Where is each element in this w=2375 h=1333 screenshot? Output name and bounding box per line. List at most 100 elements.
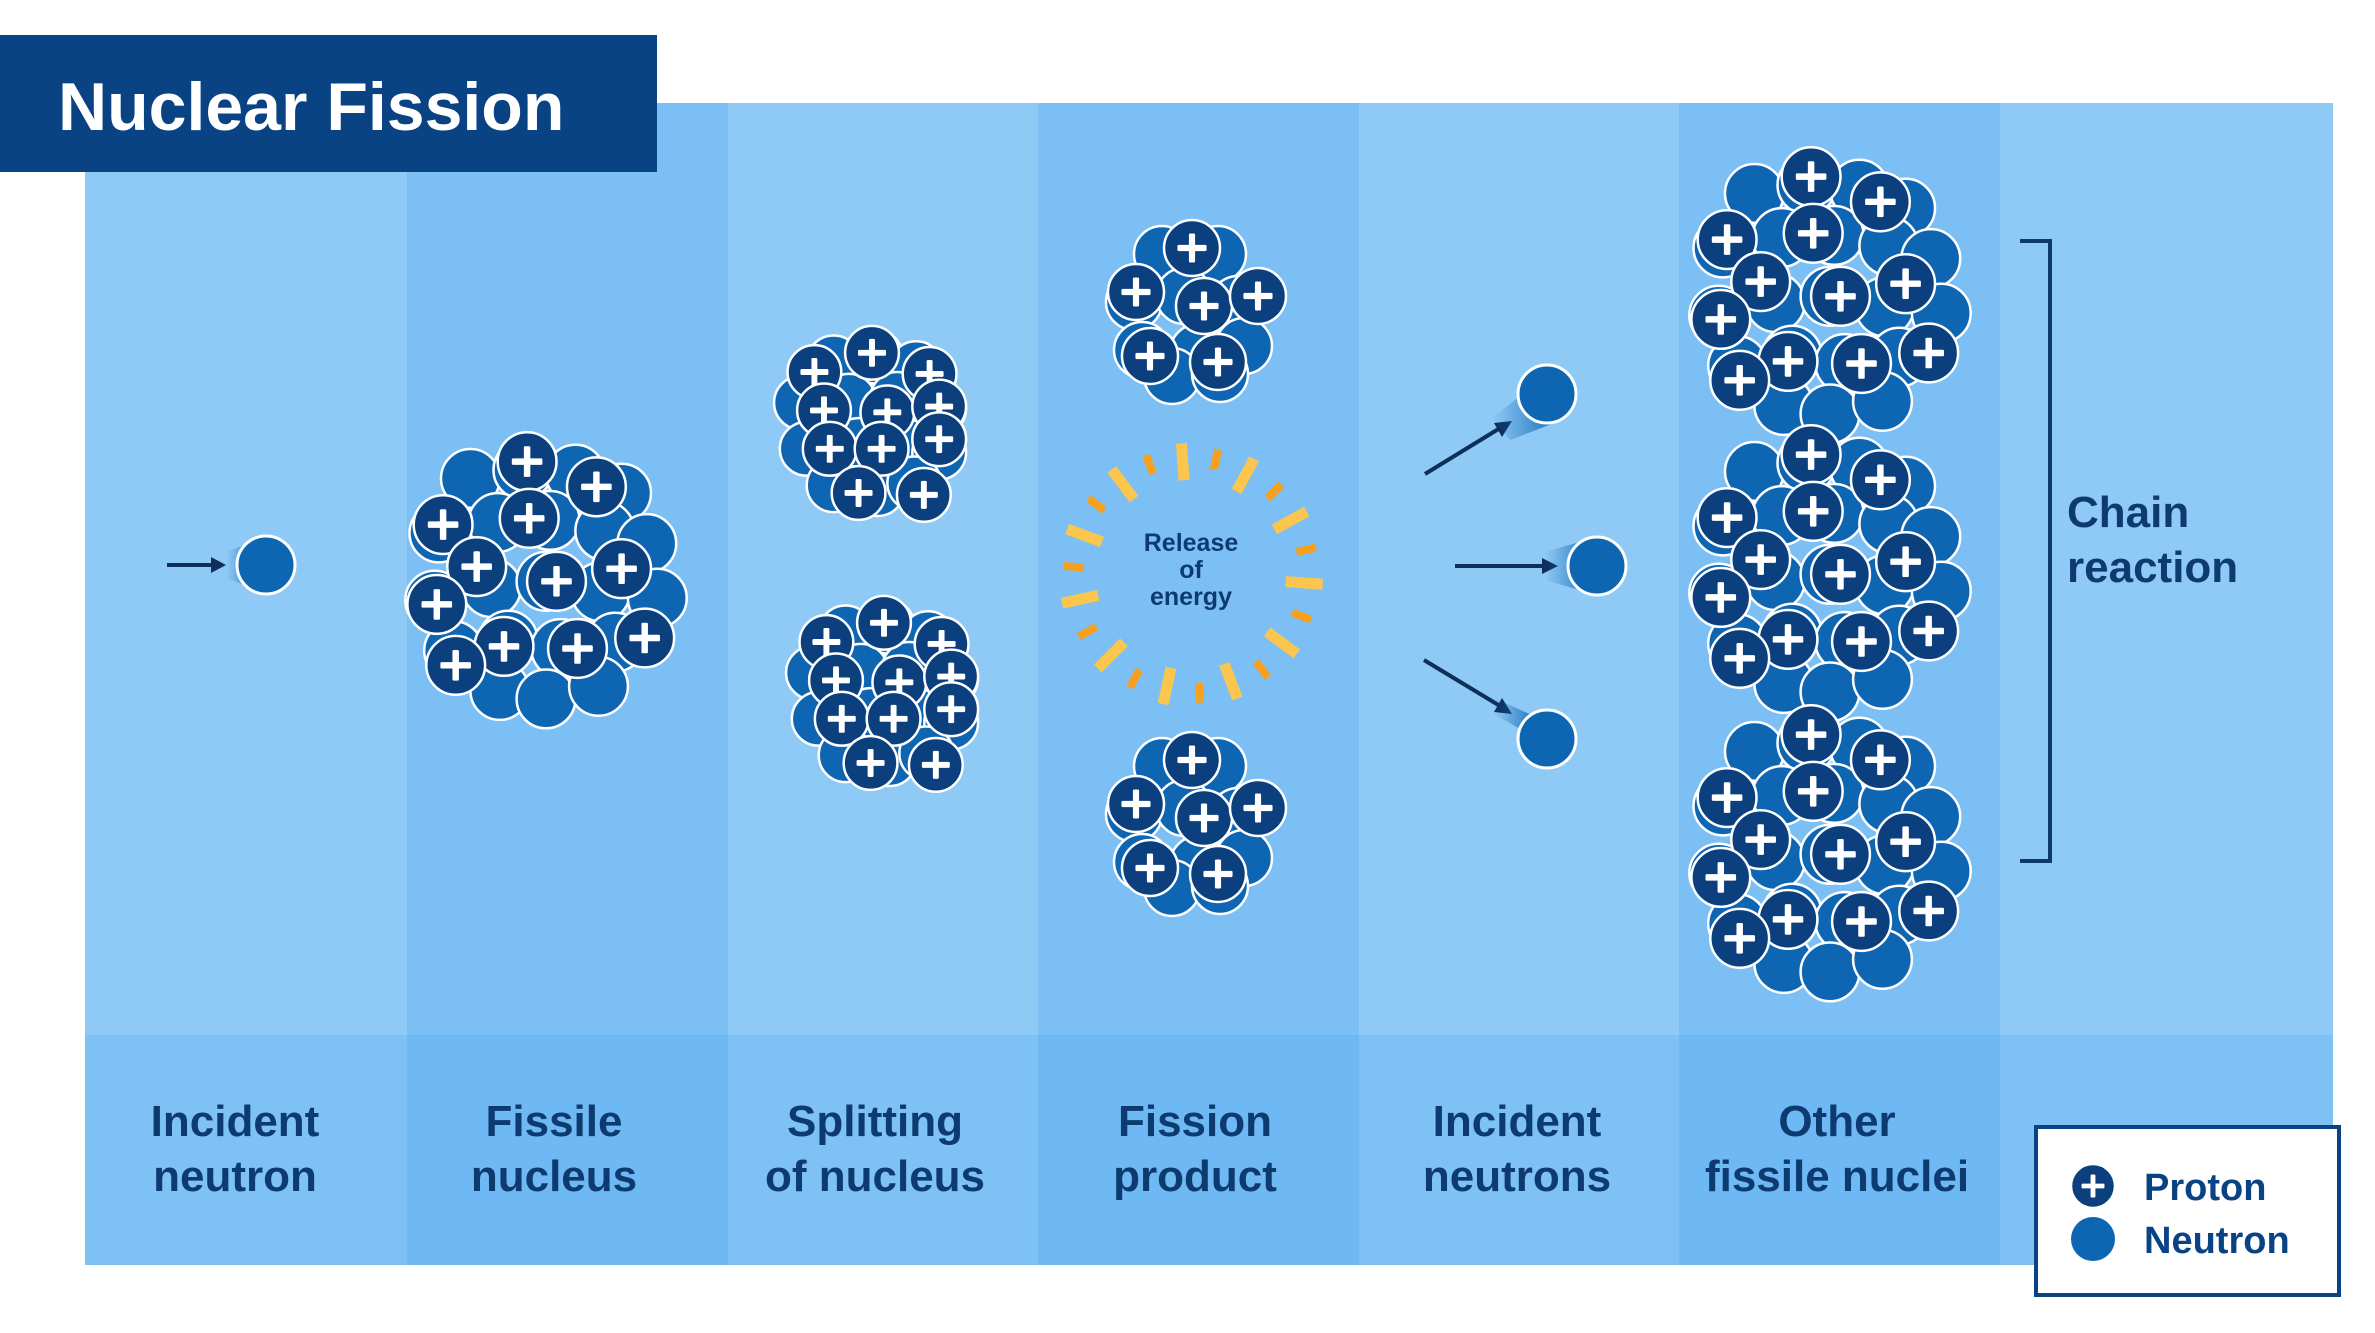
proton <box>1174 276 1234 336</box>
energy-ray <box>1219 662 1243 701</box>
proton <box>1696 766 1758 829</box>
proton <box>1696 486 1758 549</box>
neutron <box>1799 941 1861 1003</box>
proton <box>1690 566 1752 629</box>
proton <box>907 736 964 794</box>
proton <box>830 464 887 522</box>
proton <box>406 573 468 636</box>
proton <box>855 594 913 651</box>
outgoing-neutrons <box>1422 363 1628 770</box>
proton <box>1162 730 1222 790</box>
proton <box>614 607 676 669</box>
label-band <box>85 1035 2333 1265</box>
neutron-icon <box>2071 1217 2115 1261</box>
stage-label-4-line-1: Fission <box>1118 1097 1272 1146</box>
proton <box>496 430 558 493</box>
other-fissile-nucleus-2 <box>1688 423 1972 723</box>
energy-ray <box>1285 576 1324 590</box>
proton <box>1162 218 1222 278</box>
proton <box>412 493 474 556</box>
legend-neutron-label: Neutron <box>2144 1220 2290 1262</box>
energy-ray <box>1252 658 1272 680</box>
proton <box>1874 811 1937 873</box>
energy-ray <box>1142 453 1157 476</box>
proton <box>1849 729 1912 791</box>
energy-burst-icon <box>1060 442 1324 706</box>
proton <box>1757 608 1819 671</box>
proton <box>1782 480 1844 542</box>
proton <box>1188 332 1248 392</box>
arrow-head <box>211 557 226 573</box>
stage-label-2-line-1: Fissile <box>486 1097 623 1146</box>
energy-ray <box>1063 562 1084 572</box>
proton <box>1228 266 1288 326</box>
chain-label-line-1: Chain <box>2067 488 2189 537</box>
proton <box>1228 778 1288 838</box>
splitting-nucleus-lower <box>784 594 980 794</box>
proton <box>813 690 870 747</box>
proton <box>1849 449 1912 511</box>
proton <box>1780 423 1842 486</box>
fission-product-lower <box>1104 730 1288 918</box>
proton <box>1809 543 1872 605</box>
stage-labels: Incident neutron Fissile nucleus Splitti… <box>151 1097 1969 1201</box>
energy-ray <box>1271 506 1310 535</box>
splitting-nucleus-upper <box>772 324 968 524</box>
energy-ray <box>1295 543 1317 556</box>
chain-label-line-2: reaction <box>2067 543 2238 592</box>
fission-product-upper <box>1104 218 1288 406</box>
proton <box>1898 600 1960 662</box>
stage-label-1-line-1: Incident <box>151 1097 320 1146</box>
legend-proton-label: Proton <box>2144 1167 2266 1209</box>
energy-ray <box>1209 449 1222 471</box>
energy-ray <box>1231 456 1259 495</box>
proton <box>546 617 609 680</box>
legend: Proton Neutron <box>2034 1125 2341 1297</box>
proton-icon <box>2069 1162 2117 1210</box>
chain-reaction-bracket <box>2020 239 2052 863</box>
page-title: Nuclear Fission <box>58 69 564 145</box>
proton <box>895 466 952 524</box>
proton <box>1188 844 1248 904</box>
stage-label-3-line-1: Splitting <box>787 1097 963 1146</box>
proton <box>565 456 628 518</box>
energy-ray <box>1107 466 1139 503</box>
stage-label-1-line-2: neutron <box>153 1152 317 1201</box>
proton <box>425 634 487 696</box>
neutron <box>1566 535 1628 597</box>
neutron <box>515 668 577 730</box>
stage-label-5-line-2: neutrons <box>1423 1152 1611 1201</box>
proton <box>446 535 508 598</box>
proton <box>1106 774 1166 834</box>
proton <box>843 324 901 381</box>
proton <box>1709 907 1771 969</box>
proton <box>1709 627 1771 689</box>
proton <box>2069 1162 2117 1210</box>
proton <box>1830 610 1893 673</box>
proton <box>1780 145 1842 208</box>
energy-ray <box>1093 638 1128 673</box>
proton <box>1730 528 1792 591</box>
outgoing-neutron-lower <box>1422 658 1578 770</box>
energy-label-line-2: of <box>1179 556 1203 584</box>
proton <box>498 487 560 549</box>
proton <box>1898 880 1960 942</box>
stage-label-4-line-2: product <box>1113 1152 1277 1201</box>
energy-ray <box>1065 523 1104 548</box>
stage-label-3-line-2: of nucleus <box>765 1152 985 1201</box>
outgoing-neutron-middle <box>1455 535 1628 597</box>
energy-ray <box>1290 608 1313 624</box>
energy-ray <box>1157 666 1177 706</box>
proton <box>1830 332 1893 395</box>
stage-label-5-line-1: Incident <box>1433 1097 1602 1146</box>
proton <box>1696 208 1758 271</box>
energy-ray <box>1194 682 1205 703</box>
proton <box>1709 349 1771 411</box>
proton <box>1730 808 1792 871</box>
proton <box>1780 703 1842 766</box>
proton <box>1690 846 1752 909</box>
title-banner <box>0 35 657 172</box>
proton <box>590 538 653 600</box>
proton <box>1782 202 1844 264</box>
